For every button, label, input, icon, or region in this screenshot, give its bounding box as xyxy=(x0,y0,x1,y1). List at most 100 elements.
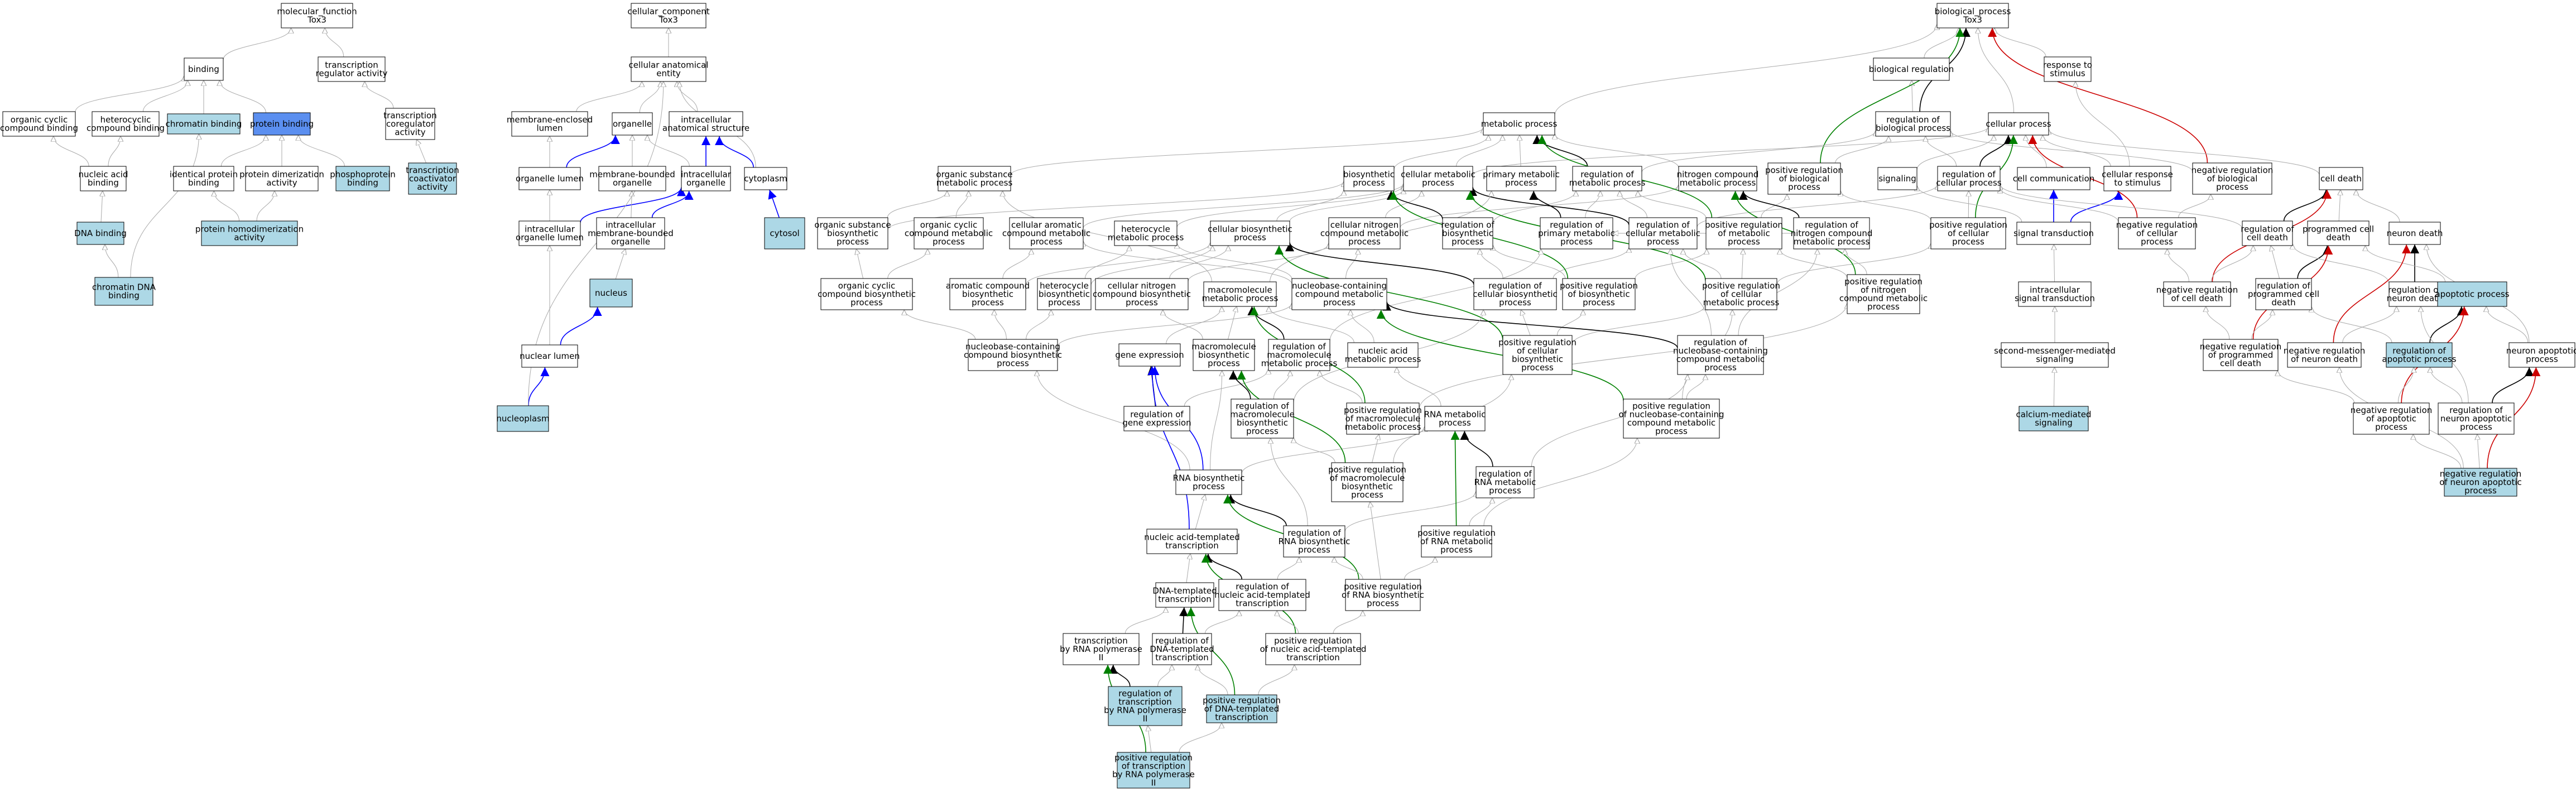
go-term-node[interactable]: cellular process xyxy=(1986,112,2051,136)
go-term-node[interactable]: organelle xyxy=(612,112,653,136)
go-term-node[interactable]: cell death xyxy=(2319,167,2363,190)
go-term-node[interactable]: organelle lumen xyxy=(516,167,584,190)
go-term-node[interactable]: apoptotic process xyxy=(2435,281,2510,307)
go-term-node[interactable]: neuron death xyxy=(2387,222,2443,245)
go-term-node[interactable]: binding xyxy=(184,57,224,81)
go-term-node[interactable]: gene expression xyxy=(1115,343,1184,367)
go-term-node[interactable]: chromatin binding xyxy=(166,113,242,135)
go-term-node[interactable]: signaling xyxy=(1877,167,1917,190)
go-term-node[interactable]: nuclear lumen xyxy=(520,344,580,368)
go-term-node[interactable]: protein binding xyxy=(250,112,314,136)
go-term-node[interactable]: nucleoplasm xyxy=(496,405,550,432)
go-term-node[interactable]: metabolic process xyxy=(1481,112,1558,136)
go-term-node[interactable]: nucleus xyxy=(589,279,633,308)
go-term-node[interactable]: cell communication xyxy=(2013,167,2095,190)
go-term-node[interactable]: biological regulation xyxy=(1869,57,1954,81)
go-term-node[interactable]: cytoplasm xyxy=(744,167,787,190)
go-term-node[interactable]: cytosol xyxy=(764,217,805,249)
go-term-node[interactable]: DNA binding xyxy=(74,222,127,245)
